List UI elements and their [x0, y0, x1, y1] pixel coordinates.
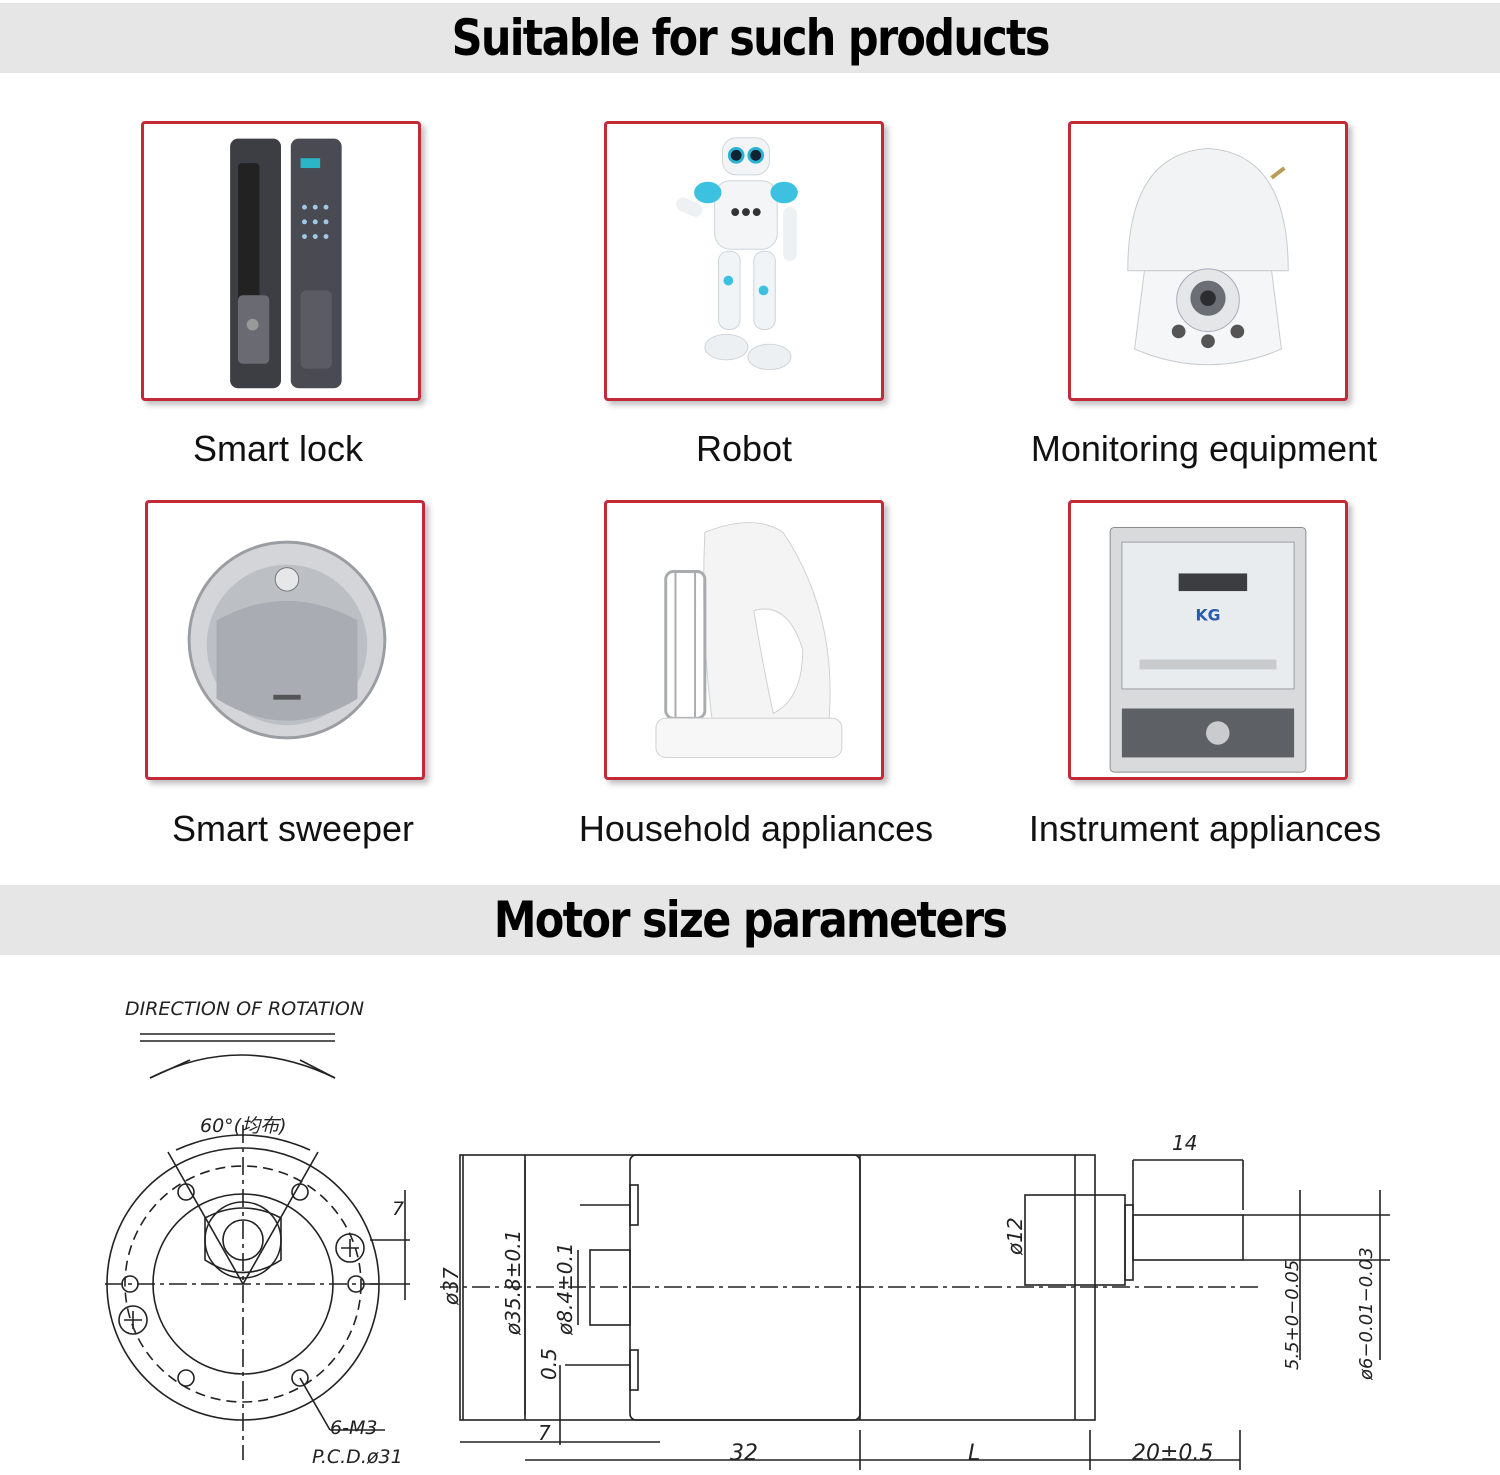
- dim-14: 14: [1172, 1131, 1197, 1155]
- dim-7-top: 7: [392, 1198, 404, 1220]
- section-title-motor: Motor size parameters: [493, 891, 1008, 949]
- robot-image: [676, 137, 798, 371]
- section-title-products: Suitable for such products: [451, 9, 1050, 67]
- product-card-instrument: KG: [1068, 500, 1348, 780]
- product-label-smart-lock: Smart lock: [192, 428, 364, 469]
- product-label-instrument: Instrument appliances: [1028, 808, 1382, 849]
- section-banner-motor: Motor size parameters: [0, 885, 1500, 955]
- dim-5-5: 5.5+0−0.05: [1282, 1260, 1303, 1370]
- dim-35-8: ø35.8±0.1: [501, 1230, 525, 1336]
- electric-meter-image: KG: [1109, 526, 1307, 773]
- dim-7-bottom: 7: [538, 1421, 551, 1445]
- pcd-label: P.C.D.ø31: [312, 1446, 403, 1468]
- screw-label: 6-M3: [330, 1417, 377, 1439]
- dim-8-4: ø8.4±0.1: [553, 1242, 577, 1336]
- product-card-monitoring: [1068, 121, 1348, 401]
- angle-label: 60°(均布): [200, 1115, 287, 1137]
- dim-20: 20±0.5: [1132, 1441, 1213, 1466]
- product-label-robot: Robot: [695, 428, 793, 469]
- rotation-label: DIRECTION OF ROTATION: [125, 998, 364, 1020]
- section-banner-products: Suitable for such products: [0, 3, 1500, 73]
- dim-32: 32: [730, 1441, 758, 1466]
- product-card-smart-lock: [141, 121, 421, 401]
- dim-L: L: [968, 1441, 980, 1466]
- dim-6: ø6−0.01−0.03: [1356, 1247, 1377, 1381]
- smart-lock-image: [230, 138, 342, 389]
- product-label-monitoring: Monitoring equipment: [1030, 428, 1378, 469]
- motor-dimension-drawing: DIRECTION OF ROTATION 60°(均布) 6-M3 P.C.D…: [105, 998, 1390, 1470]
- dim-0-5: 0.5: [537, 1348, 561, 1380]
- product-label-household: Household appliances: [578, 808, 934, 849]
- product-label-smart-sweeper: Smart sweeper: [171, 808, 415, 849]
- robot-vacuum-image: [187, 540, 387, 740]
- product-card-household: [604, 500, 884, 780]
- security-camera-image: [1127, 147, 1289, 366]
- hand-mixer-image: [655, 522, 843, 758]
- product-card-robot: [604, 121, 884, 401]
- dim-37: ø37: [439, 1267, 463, 1306]
- svg-text:KG: KG: [1196, 605, 1221, 624]
- product-card-smart-sweeper: [145, 500, 425, 780]
- dim-12: ø12: [1003, 1217, 1027, 1256]
